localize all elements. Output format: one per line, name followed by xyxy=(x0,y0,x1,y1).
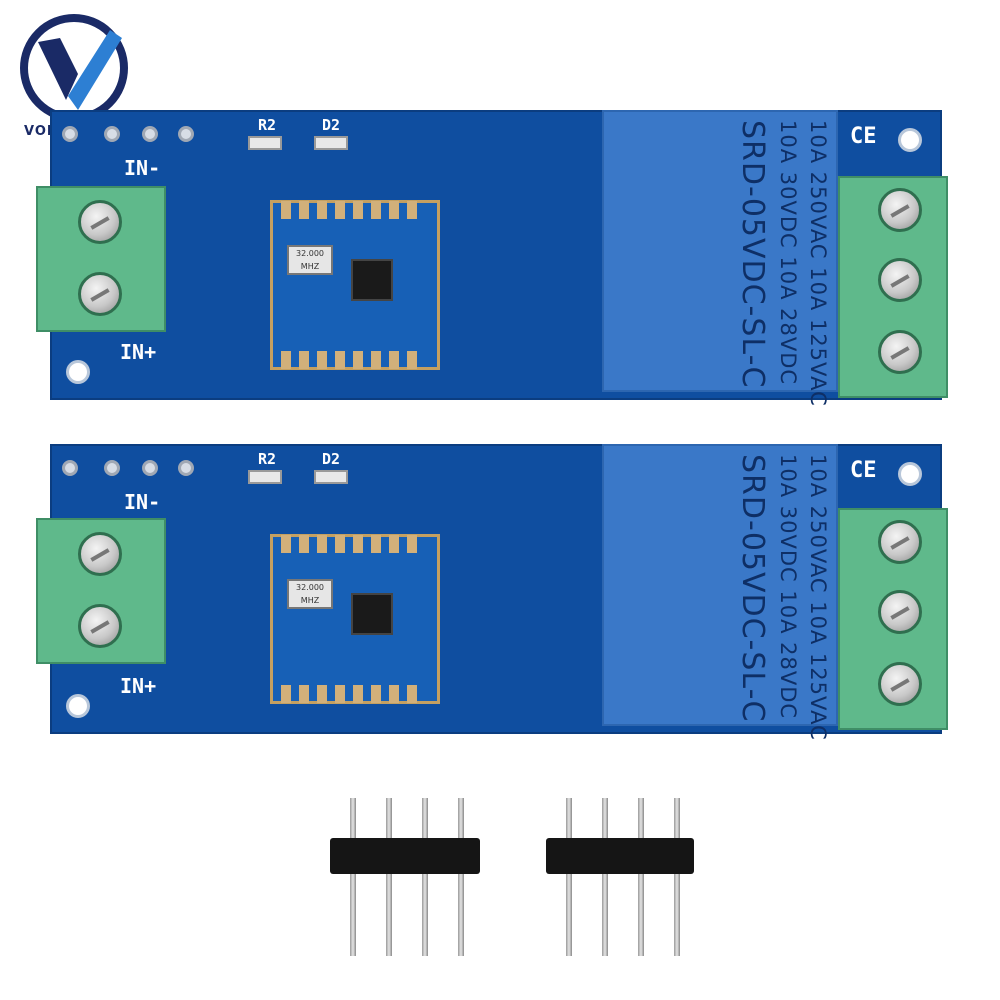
label-in-plus: IN+ xyxy=(120,674,157,698)
screw-icon xyxy=(878,258,922,302)
screw-icon xyxy=(78,532,122,576)
pin-hole xyxy=(62,460,78,476)
wifi-module: 32.000 MHZ xyxy=(270,534,440,704)
mounting-hole xyxy=(66,360,90,384)
mounting-hole xyxy=(898,128,922,152)
microcontroller-chip xyxy=(351,593,393,635)
screw-icon xyxy=(878,662,922,706)
wifi-module: 32.000 MHZ xyxy=(270,200,440,370)
label-d2: D2 xyxy=(322,450,341,468)
relay-model: SRD-05VDC-SL-C xyxy=(735,454,770,723)
relay-rating-2: 10A 30VDC 10A 28VDC xyxy=(776,454,800,720)
brand-logo-icon xyxy=(20,14,128,122)
relay: 10A 250VAC 10A 125VAC 10A 30VDC 10A 28VD… xyxy=(602,444,838,741)
screw-icon xyxy=(78,272,122,316)
label-r2: R2 xyxy=(258,116,277,134)
mounting-hole xyxy=(66,694,90,718)
pin-header-1 xyxy=(330,798,480,956)
resistor-r2 xyxy=(248,470,282,484)
led-d2 xyxy=(314,470,348,484)
relay-board-2: R2 D2 IN- IN+ 32.000 MHZ 10A 250VAC 10A … xyxy=(50,444,942,741)
resistor-r2 xyxy=(248,136,282,150)
relay: 10A 250VAC 10A 125VAC 10A 30VDC 10A 28VD… xyxy=(602,110,838,407)
relay-rating-2: 10A 30VDC 10A 28VDC xyxy=(776,120,800,386)
microcontroller-chip xyxy=(351,259,393,301)
screw-icon xyxy=(878,330,922,374)
pin-hole xyxy=(142,460,158,476)
label-r2: R2 xyxy=(258,450,277,468)
crystal-oscillator: 32.000 MHZ xyxy=(287,579,333,609)
screw-icon xyxy=(878,520,922,564)
pin-hole xyxy=(62,126,78,142)
ce-mark: CE xyxy=(850,458,877,483)
label-d2: D2 xyxy=(322,116,341,134)
pin-hole xyxy=(142,126,158,142)
screw-icon xyxy=(78,604,122,648)
screw-icon xyxy=(78,200,122,244)
led-d2 xyxy=(314,136,348,150)
label-in-minus: IN- xyxy=(124,490,161,514)
ce-mark: CE xyxy=(850,124,877,149)
pin-hole xyxy=(104,126,120,142)
pin-header-2 xyxy=(546,798,694,956)
relay-model: SRD-05VDC-SL-C xyxy=(735,120,770,389)
relay-rating-1: 10A 250VAC 10A 125VAC xyxy=(806,120,830,407)
pin-hole xyxy=(104,460,120,476)
relay-board-1: R2 D2 IN- IN+ 32.000 MHZ 10A 250VAC 10A … xyxy=(50,110,942,407)
label-in-plus: IN+ xyxy=(120,340,157,364)
pin-hole xyxy=(178,126,194,142)
pin-hole xyxy=(178,460,194,476)
mounting-hole xyxy=(898,462,922,486)
label-in-minus: IN- xyxy=(124,156,161,180)
screw-icon xyxy=(878,590,922,634)
crystal-oscillator: 32.000 MHZ xyxy=(287,245,333,275)
relay-rating-1: 10A 250VAC 10A 125VAC xyxy=(806,454,830,741)
screw-icon xyxy=(878,188,922,232)
